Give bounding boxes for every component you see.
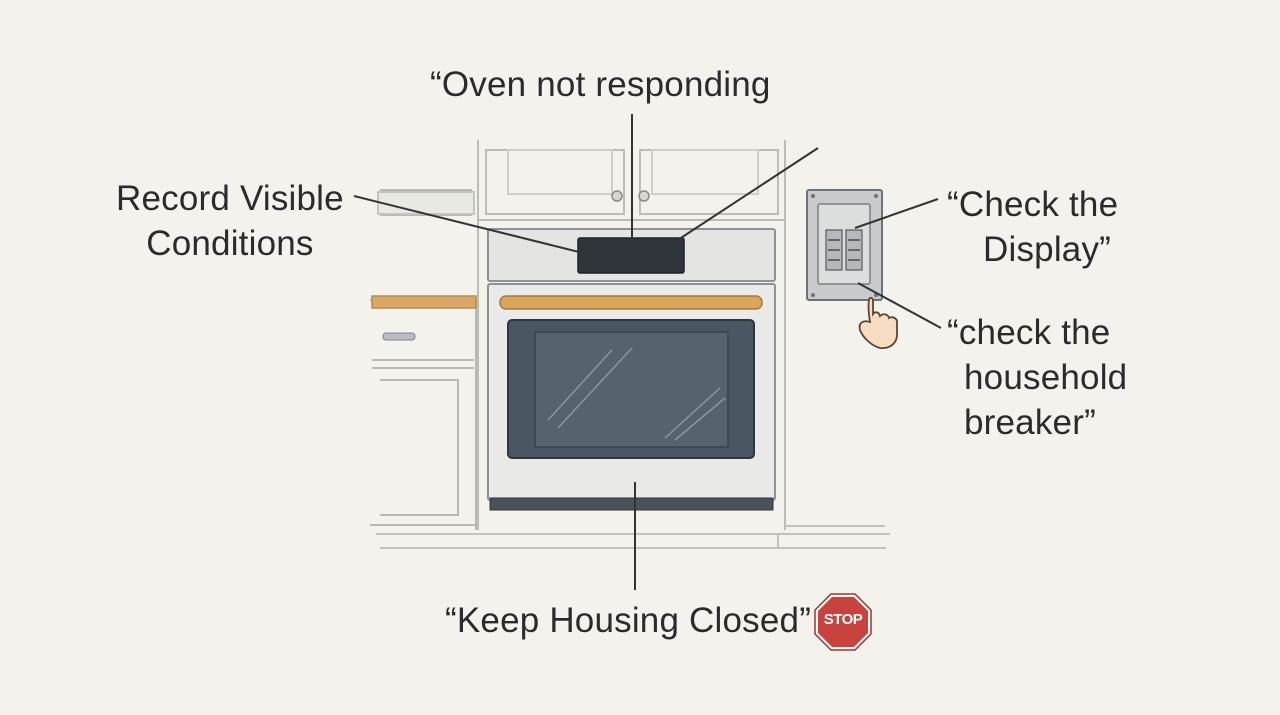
oven-handle [499,295,763,310]
display-line-1: “Check the [947,185,1119,224]
floor-lines [376,533,890,549]
left-countertop [371,295,477,309]
breaker-panel-icon [806,189,883,301]
oven-not-responding-label: “Oven not responding [430,62,771,107]
left-cabinets [370,189,477,530]
keep-housing-closed-label: “Keep Housing Closed” [445,598,811,643]
record-visible-conditions-label: Record Visible Conditions [116,176,344,266]
record-line-2: Conditions [146,224,314,263]
oven-bottom-trim [489,497,774,511]
stop-sign-icon: STOP [813,592,873,652]
window-glare [547,347,726,441]
leader-household-breaker [857,282,942,329]
leader-check-display [854,198,939,229]
oven-window-inner [534,331,729,448]
oven-display [577,237,685,274]
keep-housing-closed-text: “Keep Housing Closed” [445,601,812,640]
stop-sign-text: STOP [823,611,863,628]
leader-lines [353,114,942,590]
oven-surround [477,220,786,530]
display-line-2: Display” [983,230,1112,269]
oven-not-responding-text: “Oven not responding [430,65,771,104]
breaker-line-2: household [964,358,1128,397]
record-line-1: Record Visible [116,179,344,218]
cabinet-knob-right [638,190,650,202]
check-breaker-label: “check the household breaker” [947,310,1127,445]
pointing-hand-icon [858,296,898,349]
leader-display-diagonal [657,147,819,254]
breaker-line-3: breaker” [964,403,1096,442]
breaker-line-1: “check the [947,313,1111,352]
left-drawer-handle [382,332,416,341]
check-display-label: “Check the Display” [947,182,1118,272]
leader-record-conditions [353,195,592,256]
cabinet-knob-left [611,190,623,202]
